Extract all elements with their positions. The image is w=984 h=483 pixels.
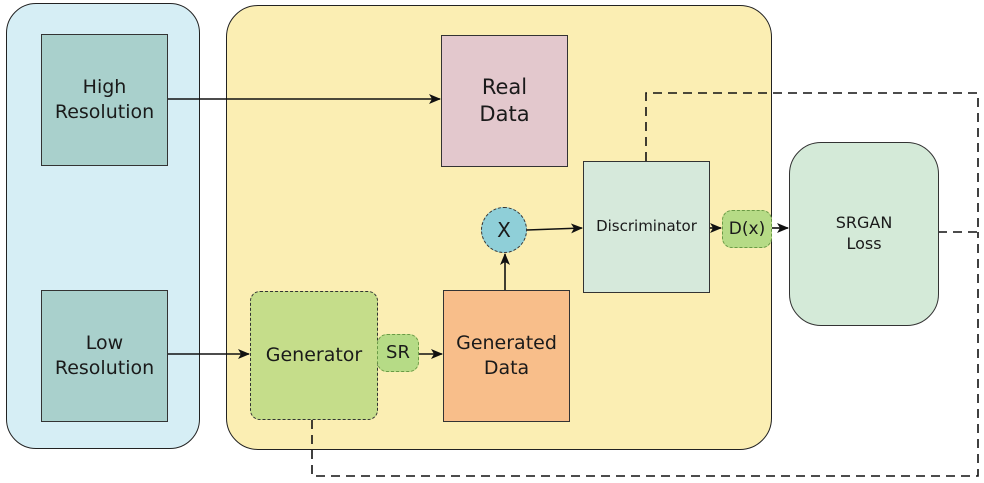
feedback-to-generator [311, 232, 979, 477]
selector-node: X [481, 207, 527, 253]
feedback-to-discriminator [645, 92, 979, 233]
low-resolution-box: Low Resolution [41, 290, 168, 422]
generated-data-box: Generated Data [443, 290, 570, 422]
discriminator-output-tag: D(x) [722, 210, 772, 248]
generator-box: Generator [250, 291, 378, 420]
real-data-box: Real Data [441, 35, 568, 167]
discriminator-box: Discriminator [583, 161, 710, 293]
sr-output-tag: SR [377, 334, 419, 372]
arrow-x-to-discriminator [526, 223, 583, 234]
srgan-loss-box: SRGAN Loss [789, 142, 939, 326]
high-resolution-box: High Resolution [41, 34, 168, 166]
